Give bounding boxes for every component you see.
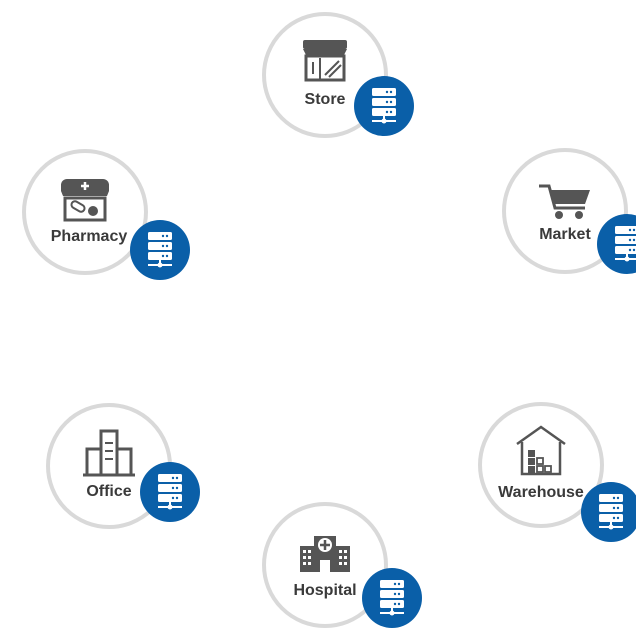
storefront-icon — [266, 38, 384, 86]
server-icon — [148, 232, 172, 268]
server-icon — [599, 494, 623, 530]
server-badge-pharmacy — [130, 220, 190, 280]
node-label: Warehouse — [498, 484, 584, 501]
server-icon — [615, 226, 636, 262]
node-label: Market — [539, 226, 591, 243]
node-pharmacy: Pharmacy — [22, 149, 148, 275]
server-badge-store — [354, 76, 414, 136]
server-badge-warehouse — [581, 482, 636, 542]
warehouse-icon — [482, 424, 600, 476]
node-label: Office — [86, 483, 132, 500]
server-icon — [380, 580, 404, 616]
node-label: Pharmacy — [50, 228, 128, 245]
node-label: Hospital — [293, 582, 357, 599]
hospital-icon — [266, 530, 384, 578]
node-store: Store — [262, 12, 388, 138]
node-label: Store — [304, 91, 346, 108]
server-icon — [372, 88, 396, 124]
server-badge-office — [140, 462, 200, 522]
shopping-cart-icon — [506, 182, 624, 230]
pharmacy-icon — [26, 171, 144, 222]
server-icon — [158, 474, 182, 510]
server-badge-hospital — [362, 568, 422, 628]
office-building-icon — [50, 427, 168, 477]
